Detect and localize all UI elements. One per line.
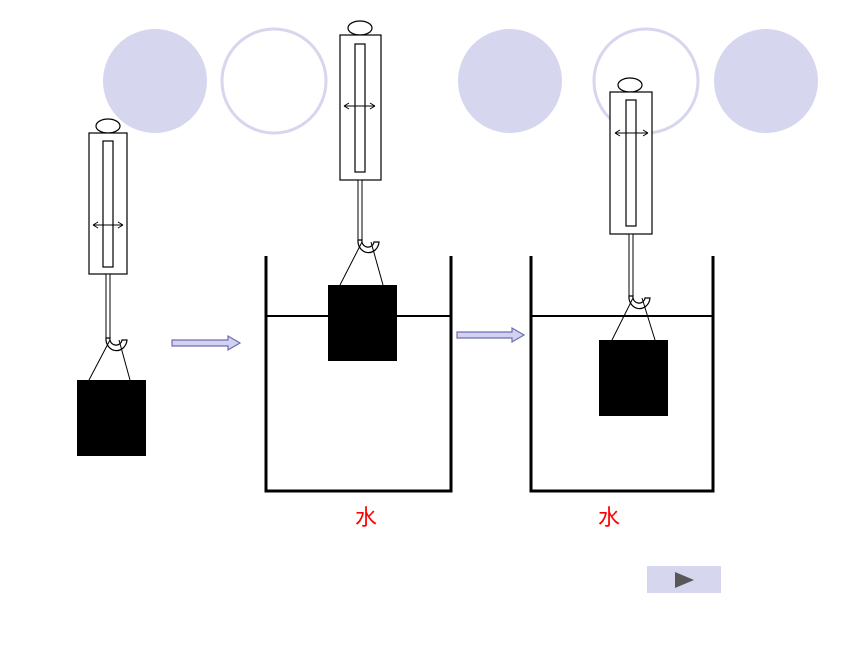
scale-3-ring (617, 77, 643, 93)
scale-1-hook (105, 337, 128, 352)
scale-1-ring (95, 118, 121, 134)
scale-1-string-left (88, 339, 111, 381)
scale-2-slot (354, 43, 366, 173)
decor-circle-filled-2 (458, 29, 562, 133)
scale-2-pointer-arrowheads (343, 102, 376, 110)
decor-circle-filled-1 (103, 29, 207, 133)
block-1 (77, 380, 146, 456)
scale-2-string-left (339, 241, 363, 286)
scale-2-hook (357, 239, 380, 254)
block-3 (599, 340, 668, 416)
water-label-1: 水 (355, 506, 378, 531)
beaker-2-walls (529, 256, 715, 493)
decor-circle-filled-3 (714, 29, 818, 133)
scale-1-string-right (118, 339, 131, 381)
scale-1-rod (105, 273, 111, 339)
scale-1-slot (102, 140, 114, 268)
water-label-2: 水 (598, 506, 621, 531)
spring-scale-1 (77, 118, 146, 456)
scale-2-rod (357, 179, 363, 241)
arrow-2-shape (456, 326, 526, 344)
scale-3-string-right (641, 297, 656, 341)
scale-3-pointer-arrowheads (614, 129, 649, 137)
play-icon (675, 571, 694, 588)
block-2 (328, 285, 397, 361)
arrow-1-shape (171, 334, 242, 352)
next-slide-button[interactable] (647, 566, 721, 593)
spring-scale-2 (328, 20, 397, 361)
scale-3-rod (628, 233, 634, 297)
scale-2-ring (347, 20, 373, 36)
decor-circle-outline-1 (220, 27, 328, 135)
beaker-2 (529, 256, 715, 493)
beaker-1-walls (264, 256, 453, 493)
arrow-1 (171, 334, 242, 352)
arrow-2 (456, 326, 526, 344)
spring-scale-3 (599, 77, 668, 416)
scale-1-pointer-arrowheads (92, 221, 124, 229)
scale-2-string-right (370, 241, 384, 286)
decorative-circles (103, 27, 818, 135)
scale-3-string-left (611, 297, 634, 341)
scale-3-slot (625, 99, 637, 227)
scale-3-hook (628, 295, 651, 310)
